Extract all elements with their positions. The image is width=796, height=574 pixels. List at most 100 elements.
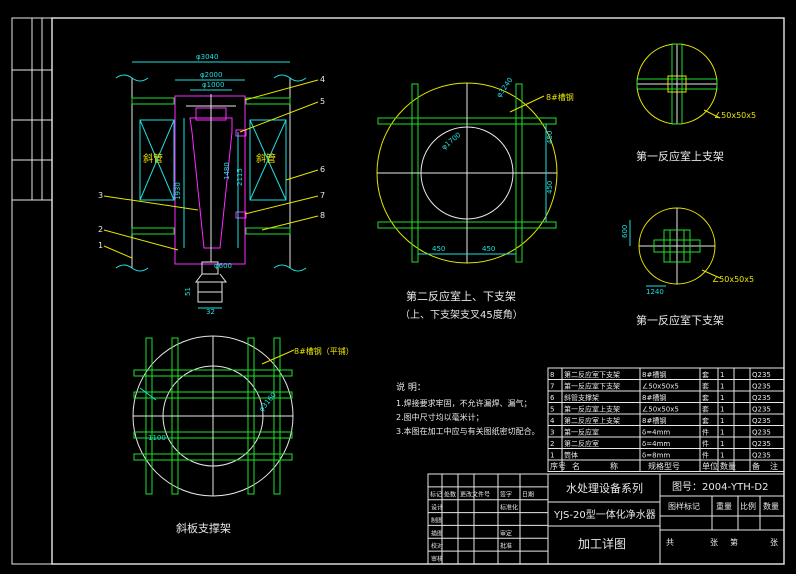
dim-d1000: φ1000: [202, 81, 224, 89]
company: 水处理设备系列: [566, 481, 643, 495]
sign-row-label: 校对: [431, 542, 443, 550]
svg-text:7: 7: [320, 191, 325, 200]
balloon-6: 6: [285, 165, 325, 181]
dim-d2000: φ2000: [200, 71, 222, 79]
product: YJS-20型一体化净水器: [553, 508, 656, 521]
drawing-no: 图号：2004-YTH-D2: [672, 481, 768, 493]
bom-cell: 件: [702, 451, 709, 460]
bom-cell: 件: [702, 439, 709, 448]
total-label: 共: [666, 538, 674, 547]
bom-header-cell: 注: [770, 461, 778, 471]
page-label: 第: [730, 537, 738, 547]
sign-row2-label: 标准化: [500, 504, 518, 512]
dim-d3240: φ3240: [495, 76, 514, 99]
bom-header-cell: 规格型号: [648, 461, 680, 471]
dim-1240: 1240: [646, 288, 664, 296]
bom-cell: Q235: [752, 440, 771, 448]
rev-header-cell: 处数: [444, 491, 456, 499]
bom-cell: δ=4mm: [642, 429, 670, 437]
bom-header-cell: 名: [572, 461, 580, 471]
second-chamber-support-view: 450 450 450 450 φ1700 φ3240 8#槽钢 第二反应室上、…: [376, 76, 574, 321]
bom-cell: ∠50x50x5: [642, 406, 679, 414]
bom-cell: 1: [720, 429, 724, 437]
bom-cell: Q235: [752, 452, 771, 460]
bom-cell: 1: [720, 406, 724, 414]
bom-cell: 件: [702, 428, 709, 437]
title-view4: 斜板支撑架: [176, 521, 231, 535]
sign-row-label: 描图: [431, 529, 443, 537]
bom-cell: 第二反应室: [564, 439, 599, 448]
sign-row-label: 设计: [431, 504, 443, 512]
bom-cell: Q235: [752, 371, 771, 379]
bom-cell: δ=4mm: [642, 440, 670, 448]
dim-51: 51: [184, 287, 192, 296]
bom-cell: 第一反应室: [564, 428, 599, 437]
zone-label-right: 斜管: [256, 152, 276, 165]
notes-heading: 说 明：: [396, 381, 426, 393]
bom-cell: 第一反应室上支架: [564, 405, 620, 414]
bom-header-cell: 备: [752, 461, 760, 471]
dim-d3040: φ3040: [196, 53, 218, 61]
bom-cell: 5: [550, 406, 554, 414]
bom-cell: Q235: [752, 417, 771, 425]
title-view3-bot: 第一反应室下支架: [636, 313, 724, 327]
bom-cell: δ=8mm: [642, 452, 670, 460]
bom-cell: 1: [720, 383, 724, 391]
bom-cell: 第二反应室上支架: [564, 416, 620, 425]
inclined-plate-support-view: φ3160 1100 8#槽钢（平铺） 斜板支撑架: [132, 335, 354, 535]
bom-cell: 8#槽钢: [642, 416, 666, 425]
bom-cell: 第一反应室下支架: [564, 382, 620, 391]
rev-header-cell: 签字: [500, 491, 512, 499]
callout-channel8: 8#槽钢: [546, 92, 574, 102]
qty-label: 数量: [763, 501, 779, 511]
dim-1930: 1930: [174, 182, 182, 200]
bom-cell: 8: [550, 371, 554, 379]
rev-header-cell: 更改文件号: [460, 491, 490, 499]
svg-text:5: 5: [320, 97, 325, 106]
balloon-5: 5: [239, 97, 325, 133]
scale-label: 比例: [740, 501, 756, 511]
bom-cell: 4: [550, 417, 555, 425]
sign-row2-label: 批准: [500, 542, 512, 550]
sign-row-label: 审核: [431, 555, 443, 563]
dim-450-a: 450: [432, 245, 445, 253]
balloon-3: 3: [98, 191, 199, 211]
dim-2115: 2115: [236, 168, 244, 186]
page2-label: 张: [770, 538, 778, 547]
bom-cell: 套: [702, 416, 709, 425]
section-view: 斜管 斜管 φ3040 φ2000 φ1000 φ600 1930 2115 1…: [98, 53, 325, 316]
dim-450-b: 450: [482, 245, 495, 253]
bom-cell: 8#槽钢: [642, 393, 666, 402]
balloon-1: 1: [98, 241, 133, 259]
zone-label-left: 斜管: [143, 152, 163, 165]
callout-angle-bot: ∠50x50x5: [712, 275, 754, 284]
sheet-border: [11, 17, 785, 565]
balloon-2: 2: [98, 225, 179, 251]
notes: 说 明： 1.焊接要求牢固，不允许漏焊、漏气； 2.图中尺寸均以毫米计； 3.本…: [396, 381, 540, 436]
bom-cell: 1: [550, 452, 554, 460]
balloon-7: 7: [244, 191, 325, 215]
dim-d3160: φ3160: [257, 391, 278, 413]
title-view2: 第二反应室上、下支架: [406, 289, 516, 303]
svg-text:2: 2: [98, 225, 103, 234]
dim-600: 600: [621, 225, 629, 238]
bom-header-cell: 单位: [702, 461, 718, 471]
bom-cell: Q235: [752, 394, 771, 402]
bom-cell: 1: [720, 440, 724, 448]
bom-cell: 第二反应室下支架: [564, 370, 620, 379]
svg-text:1: 1: [98, 241, 103, 250]
callout-channel8-flat: 8#槽钢（平铺）: [294, 346, 354, 356]
bom-cell: ∠50x50x5: [642, 383, 679, 391]
rev-header-cell: 标记: [430, 491, 442, 499]
title-view3-top: 第一反应室上支架: [636, 149, 724, 163]
bom-cell: Q235: [752, 406, 771, 414]
sign-row-label: 制图: [431, 516, 443, 524]
bom-cell: 1: [720, 452, 724, 460]
dim-1480: 1480: [223, 162, 231, 180]
notes-line-3: 3.本图在加工中应与有关图纸密切配合。: [396, 426, 540, 436]
bom-cell: 筒体: [564, 451, 578, 460]
dim-450-c: 450: [546, 131, 554, 144]
first-chamber-support-views: ∠50x50x5 第一反应室上支架 600 1240 ∠50x50x5 第一反应…: [621, 43, 756, 327]
